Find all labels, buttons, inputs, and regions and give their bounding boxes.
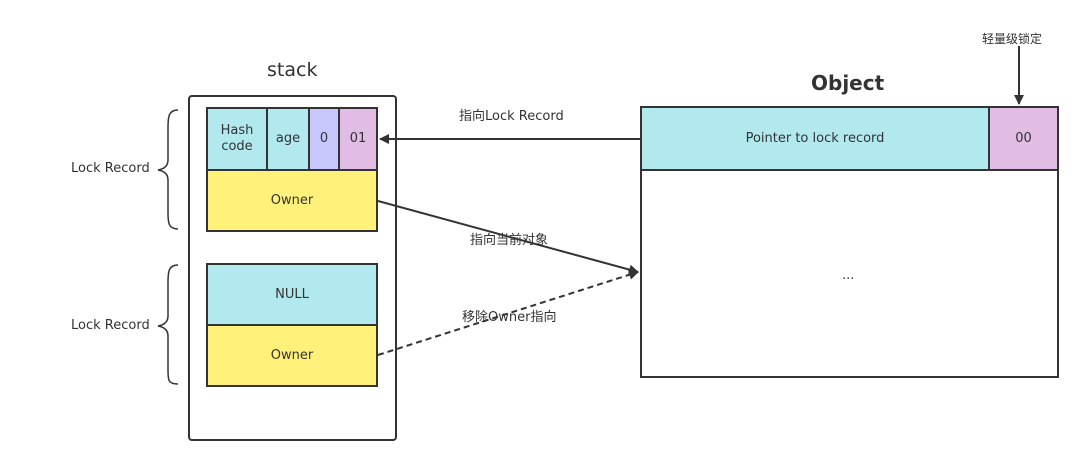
object-lock-bits-cell: 00 xyxy=(988,106,1059,171)
pointer-to-lock-record-cell: Pointer to lock record xyxy=(640,106,990,171)
lock-bits-cell: 01 xyxy=(338,107,378,171)
pointer-to-lock-record-text: Pointer to lock record xyxy=(745,130,885,146)
lock-record-label-1: Lock Record xyxy=(71,161,150,176)
owner-to-object-arrow xyxy=(377,200,639,275)
hash-code-cell: Hash code xyxy=(206,107,268,171)
biased-bit-text: 0 xyxy=(319,131,329,146)
point-to-current-object-label: 指向当前对象 xyxy=(470,229,549,248)
age-text: age xyxy=(275,131,301,146)
stack-title: stack xyxy=(267,59,318,81)
owner-text-2: Owner xyxy=(270,347,314,363)
stack-container xyxy=(188,95,397,441)
object-title: Object xyxy=(811,71,885,95)
lock-record-brace-1 xyxy=(157,109,179,230)
owner-text-1: Owner xyxy=(270,192,314,208)
lock-record-brace-2 xyxy=(157,264,179,385)
null-text: NULL xyxy=(275,286,309,302)
object-body-ellipsis: ... xyxy=(842,268,855,283)
lightweight-lock-label: 轻量级锁定 xyxy=(982,32,1043,46)
removed-owner-arrow xyxy=(377,269,639,356)
null-cell: NULL xyxy=(206,263,378,326)
lock-bits-text: 01 xyxy=(349,131,367,146)
point-to-lock-record-label: 指向Lock Record xyxy=(459,109,564,124)
owner-cell-1: Owner xyxy=(206,169,378,232)
hash-code-text: Hash code xyxy=(220,123,254,154)
lock-record-label-2: Lock Record xyxy=(71,318,150,333)
object-lock-bits-text: 00 xyxy=(1015,130,1032,146)
age-cell: age xyxy=(266,107,310,171)
owner-cell-2: Owner xyxy=(206,324,378,387)
